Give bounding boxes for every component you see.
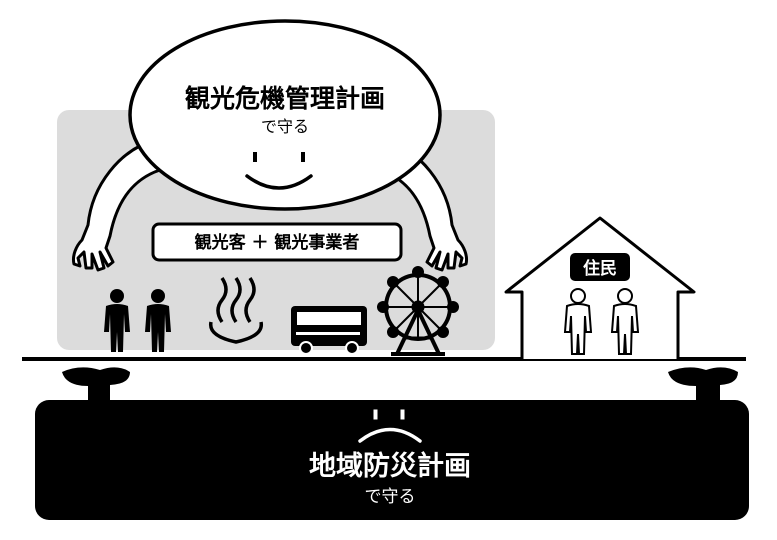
frown-face	[358, 409, 422, 443]
disaster-plan-title: 地域防災計画	[309, 450, 471, 482]
bus-icon	[291, 306, 367, 355]
residents-label: 住民	[583, 258, 617, 279]
tourists-label-box: 観光客 ＋ 観光事業者	[151, 222, 403, 262]
person-icon	[104, 289, 130, 352]
onsen-icon	[208, 277, 264, 344]
left-support-hand	[62, 367, 130, 403]
person-icon	[145, 289, 171, 352]
ferris-wheel-icon	[377, 266, 459, 356]
left-arm	[72, 138, 162, 272]
person-outline-icon	[563, 288, 593, 355]
tourists-label: 観光客 ＋ 観光事業者	[195, 232, 360, 253]
right-support-hand	[668, 367, 738, 403]
person-outline-icon	[610, 288, 640, 355]
smile-face	[245, 152, 313, 190]
disaster-plan-subtitle: で守る	[365, 487, 416, 507]
tourism-plan-head: 観光危機管理計画 で守る	[128, 19, 442, 211]
tourism-plan-title: 観光危機管理計画	[185, 84, 385, 113]
residents-label-box: 住民	[570, 253, 630, 281]
house-icon	[504, 216, 696, 359]
disaster-plan-base: 地域防災計画 で守る	[35, 400, 749, 520]
tourism-plan-subtitle: で守る	[261, 117, 309, 136]
